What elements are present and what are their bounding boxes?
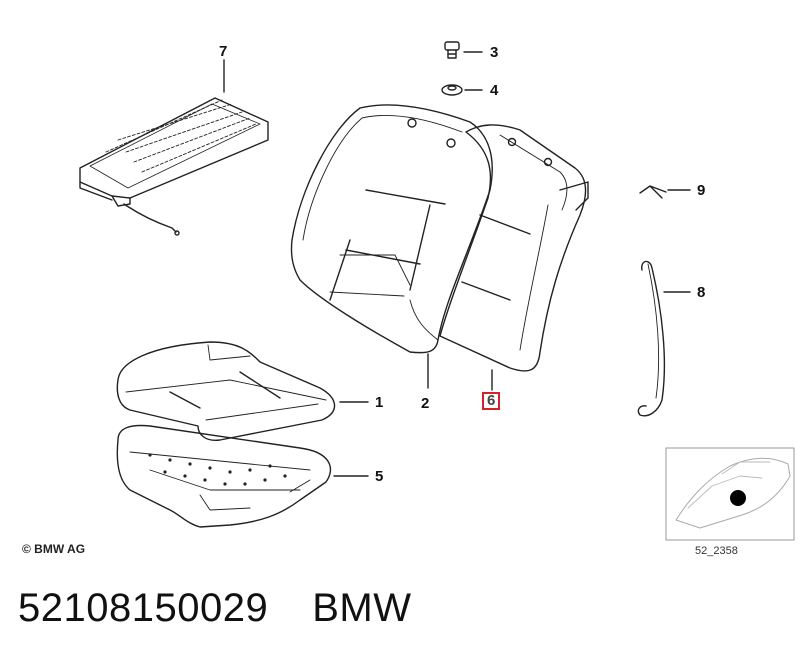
copyright-notice: © BMW AG [22, 542, 86, 556]
washer-part [441, 84, 463, 96]
callout-number-9: 9 [697, 182, 706, 199]
seat-cushion-cover [116, 341, 336, 441]
callout-number-7: 7 [219, 43, 228, 60]
callout-number-1: 1 [375, 394, 384, 411]
callout-number-3: 3 [490, 44, 499, 61]
brand-name: BMW [312, 586, 412, 630]
bolt-part [444, 41, 460, 59]
diagram-reference-code: 52_2358 [695, 545, 738, 557]
backrest-rear-panel [439, 124, 589, 372]
clip-part [639, 185, 667, 199]
callout-number-2: 2 [421, 395, 430, 412]
callout-number-4: 4 [490, 82, 499, 99]
part-caption: 52108150029 BMW [18, 586, 411, 631]
seat-heating-mat [79, 97, 269, 236]
seat-cushion-foam [116, 424, 332, 528]
part-number: 52108150029 [18, 586, 269, 630]
callout-number-6-highlighted: 6 [482, 392, 501, 410]
wire-rod-part [637, 260, 666, 417]
backrest-cover [290, 104, 493, 354]
callout-number-5: 5 [375, 468, 384, 485]
callout-number-8: 8 [697, 284, 706, 301]
car-locator-thumbnail [665, 447, 795, 541]
